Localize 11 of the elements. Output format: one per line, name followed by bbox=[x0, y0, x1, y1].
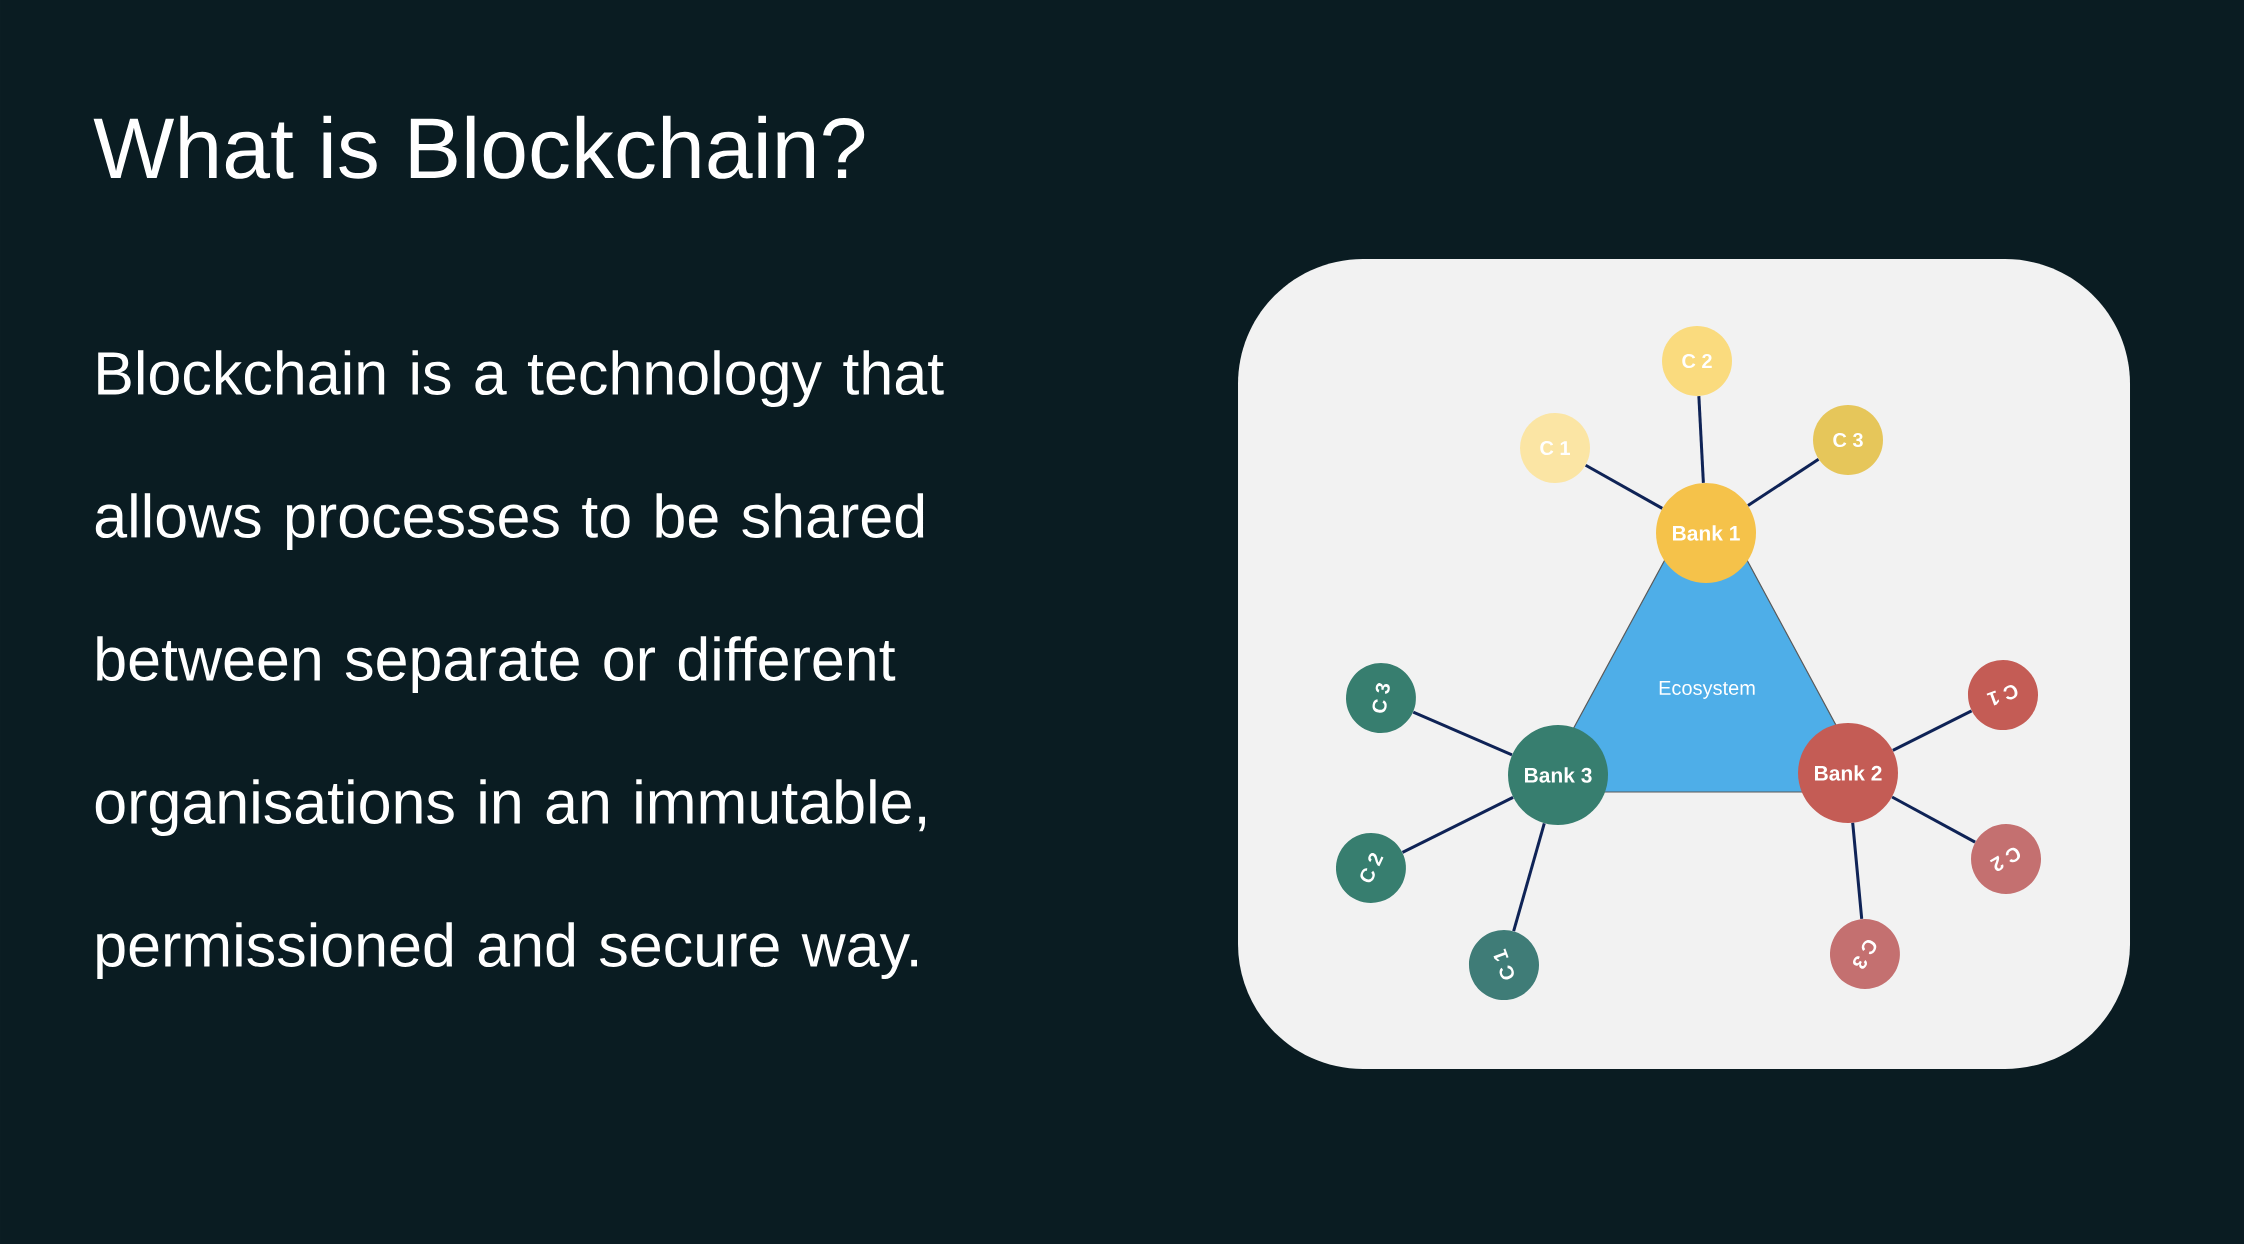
connector-line bbox=[1412, 710, 1513, 757]
paragraph: Blockchain is a technology that allows processes to be shared between separate or different organisations in an immutable, permissioned and secure way. bbox=[95, 350, 944, 980]
connector-line bbox=[1892, 709, 1973, 752]
connector-line bbox=[1747, 458, 1820, 507]
connector-line bbox=[1891, 795, 1976, 844]
connector-line bbox=[1851, 822, 1864, 920]
connector-line bbox=[1512, 822, 1546, 932]
connector-line bbox=[1697, 396, 1705, 483]
connector-line bbox=[1584, 463, 1663, 510]
title: What is Blockchain? bbox=[93, 115, 865, 179]
connector-line bbox=[1401, 796, 1514, 854]
